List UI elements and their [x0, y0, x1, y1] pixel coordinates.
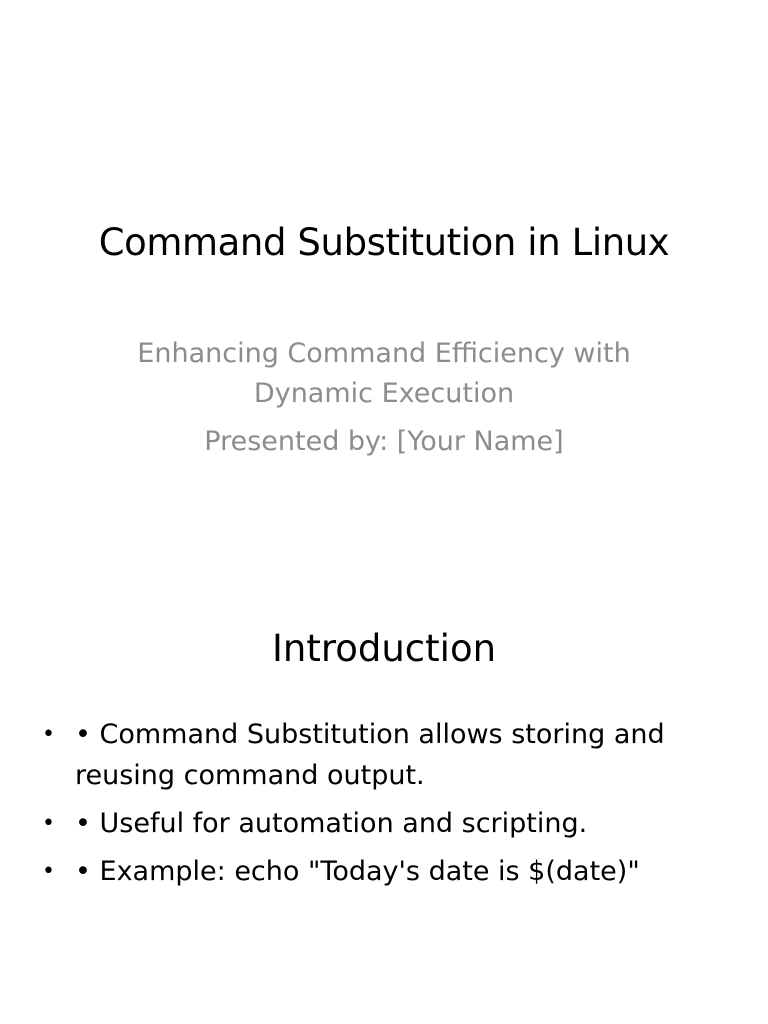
bullet-text: • Example: echo "Today's date is $(date)…	[75, 856, 640, 887]
slide-title: Command Substitution in Linux	[98, 221, 670, 264]
title-slide: Command Substitution in Linux Enhancing …	[96, 221, 672, 462]
bullet-list: • • Command Substitution allows storing …	[38, 714, 718, 899]
slide-subtitle: Enhancing Command Efficiency with Dynami…	[96, 334, 672, 462]
bullet-dot-icon: •	[42, 859, 55, 884]
bullet-item: • • Useful for automation and scripting.	[38, 803, 718, 844]
subtitle-presenter: Presented by: [Your Name]	[204, 426, 564, 457]
slide-title: Introduction	[271, 627, 497, 670]
bullet-text: • Useful for automation and scripting.	[75, 808, 588, 839]
subtitle-tagline: Enhancing Command Efficiency with Dynami…	[137, 338, 631, 409]
bullet-dot-icon: •	[42, 722, 55, 747]
bullet-text: • Command Substitution allows storing an…	[75, 719, 665, 791]
bullet-item: • • Command Substitution allows storing …	[38, 714, 718, 796]
bullet-item: • • Example: echo "Today's date is $(dat…	[38, 851, 718, 892]
introduction-slide: Introduction • • Command Substitution al…	[0, 576, 768, 1024]
bullet-dot-icon: •	[42, 811, 55, 836]
